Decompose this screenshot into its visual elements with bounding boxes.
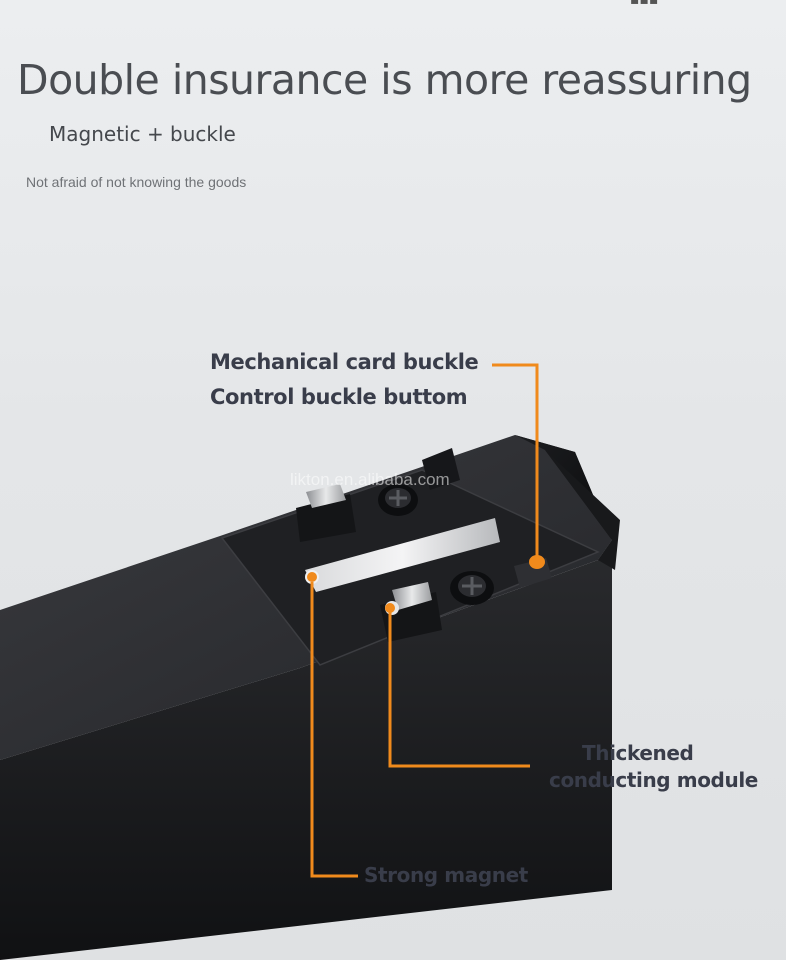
leader-mechanical [492, 363, 539, 558]
callout-magnet: Strong magnet [364, 863, 528, 887]
callout-thickened-line1: Thickened [582, 741, 694, 765]
callout-mechanical-line2: Control buckle buttom [210, 385, 468, 409]
watermark: likton.en.alibaba.com [290, 470, 450, 489]
headline: Double insurance is more reassuring [17, 56, 752, 104]
subheadline: Magnetic + buckle [49, 122, 236, 146]
leader-conducting [388, 612, 530, 768]
callout-mechanical-line1: Mechanical card buckle [210, 350, 479, 374]
callout-thickened-line2: conducting module [549, 768, 758, 792]
housing-end-face [515, 435, 612, 540]
housing-front-face [0, 540, 612, 960]
screw-1 [378, 484, 418, 516]
leader-magnet [310, 582, 358, 878]
screw-2 [450, 571, 494, 605]
leader-lines [310, 363, 539, 878]
tagline: Not afraid of not knowing the goods [26, 174, 247, 190]
cropped-top-text: ▪▪▪ [630, 0, 659, 8]
magnet-strip [305, 518, 500, 592]
